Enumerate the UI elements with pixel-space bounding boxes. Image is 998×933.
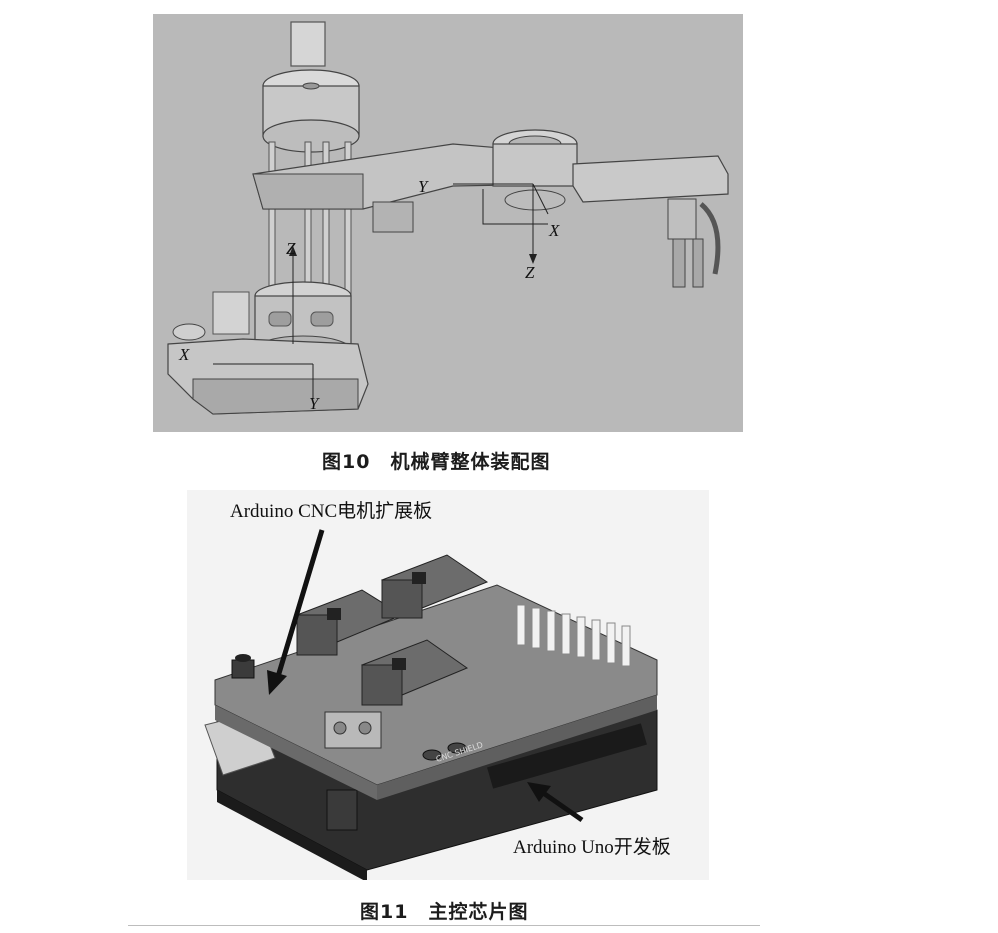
- axis-label-z1: Z: [286, 239, 296, 258]
- figure-11-image: CNC SHIELD: [187, 490, 709, 880]
- arduino-board-drawing: CNC SHIELD: [204, 529, 658, 880]
- figure-10-caption: 图10 机械臂整体装配图: [322, 451, 551, 473]
- robotic-arm-drawing: Y X Z Z X Y: [167, 21, 729, 415]
- axis-label-x2: X: [178, 345, 190, 364]
- page-divider: [128, 925, 760, 926]
- label-arduino-uno: Arduino Uno开发板: [513, 837, 671, 858]
- axis-label-x1: X: [548, 221, 560, 240]
- axis-label-y2: Y: [309, 394, 320, 413]
- figure-11-caption: 图11 主控芯片图: [360, 901, 529, 923]
- axis-label-z2: Z: [525, 263, 535, 282]
- figure-10-image: Y X Z Z X Y: [153, 14, 743, 432]
- axis-label-y1: Y: [418, 177, 429, 196]
- label-cnc-shield: Arduino CNC电机扩展板: [230, 501, 433, 522]
